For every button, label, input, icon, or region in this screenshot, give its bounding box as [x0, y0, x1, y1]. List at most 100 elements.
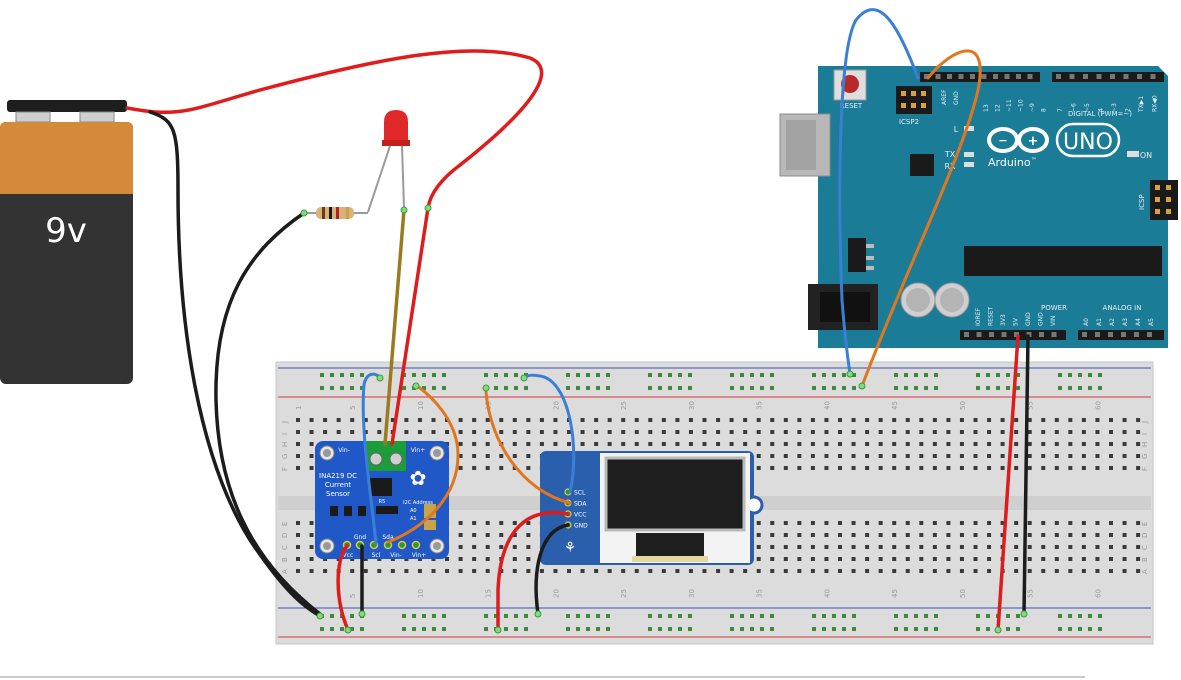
breadboard-hole	[1122, 545, 1127, 549]
rail-hole	[514, 627, 518, 631]
breadboard-hole	[1136, 430, 1141, 434]
breadboard-hole	[431, 418, 436, 422]
rail-hole	[504, 627, 508, 631]
breadboard-hole	[526, 466, 531, 470]
breadboard-hole	[1095, 454, 1100, 458]
breadboard-hole	[716, 569, 721, 573]
breadboard-hole	[946, 533, 951, 537]
row-letter-right: J	[1141, 421, 1149, 424]
rail-hole	[842, 627, 846, 631]
digital-pin-label: 4	[1098, 108, 1105, 112]
breadboard-hole	[1014, 418, 1019, 422]
breadboard-hole	[932, 442, 937, 446]
breadboard-hole	[1054, 454, 1059, 458]
rail-hole	[770, 386, 774, 390]
row-letter-right: C	[1141, 545, 1149, 550]
breadboard-hole	[1027, 569, 1032, 573]
header-hole	[1110, 74, 1115, 79]
breadboard-hole	[661, 569, 666, 573]
breadboard-hole	[838, 557, 842, 561]
breadboard-hole	[296, 442, 300, 446]
rail-hole	[688, 627, 692, 631]
breadboard-hole	[580, 442, 585, 446]
rail-hole	[442, 614, 446, 618]
rail-hole	[586, 614, 590, 618]
breadboard-hole	[675, 418, 680, 422]
breadboard-hole	[973, 418, 978, 422]
row-letter-left: J	[281, 421, 289, 424]
breadboard-hole	[851, 521, 856, 525]
rail-hole	[422, 627, 426, 631]
breadboard-hole	[390, 418, 395, 422]
breadboard-hole	[865, 454, 870, 458]
breadboard-hole	[770, 521, 775, 525]
breadboard-hole	[878, 454, 883, 458]
rail-hole	[740, 373, 744, 377]
breadboard-hole	[716, 430, 721, 434]
breadboard-hole	[824, 569, 829, 573]
sensor-a0-label: A0	[410, 508, 417, 514]
rail-hole	[350, 386, 354, 390]
breadboard-hole	[865, 466, 870, 470]
rail-hole	[924, 614, 928, 618]
rail-hole	[566, 373, 570, 377]
breadboard-hole	[932, 533, 937, 537]
digital-pin-label: ~5	[1084, 103, 1091, 112]
breadboard-hole	[783, 557, 788, 561]
breadboard-hole	[499, 466, 504, 470]
breadboard-hole	[458, 442, 463, 446]
rail-hole	[1088, 627, 1092, 631]
breadboard-hole	[851, 418, 856, 422]
breadboard-hole	[770, 442, 775, 446]
breadboard-hole	[865, 430, 870, 434]
breadboard-hole	[1041, 442, 1046, 446]
row-letter-left: G	[281, 454, 289, 459]
column-number-bottom: 40	[823, 589, 831, 598]
rail-hole	[760, 386, 764, 390]
rail-hole	[1078, 627, 1082, 631]
rail-hole	[1006, 386, 1010, 390]
breadboard-hole	[1000, 454, 1005, 458]
breadboard-hole	[485, 466, 490, 470]
rail-hole	[340, 386, 344, 390]
breadboard-hole	[296, 533, 300, 537]
breadboard-hole	[445, 569, 450, 573]
breadboard-hole	[865, 442, 870, 446]
breadboard-rail-holes	[320, 373, 1102, 631]
sensor-vin-plus-label: Vin+	[411, 447, 425, 454]
breadboard-hole	[1109, 442, 1113, 446]
breadboard-hole	[1041, 430, 1046, 434]
breadboard-hole	[363, 430, 368, 434]
header-hole	[1134, 332, 1139, 337]
rail-hole	[432, 373, 436, 377]
rail-hole	[812, 614, 816, 618]
column-number-top: 5	[349, 406, 357, 410]
breadboard-hole	[702, 418, 707, 422]
rail-hole	[330, 614, 334, 618]
breadboard-hole	[1068, 430, 1073, 434]
breadboard-hole	[309, 418, 314, 422]
breadboard-hole	[756, 430, 761, 434]
breadboard-hole	[607, 442, 612, 446]
wire-battery-positive	[125, 49, 544, 210]
rail-hole	[648, 614, 652, 618]
breadboard-hole	[878, 430, 883, 434]
power-pin-label: GND	[1025, 312, 1032, 326]
breadboard-hole	[919, 466, 924, 470]
breadboard-hole	[987, 557, 992, 561]
breadboard-hole	[851, 545, 856, 549]
breadboard-hole	[905, 454, 910, 458]
rail-hole	[596, 373, 600, 377]
breadboard-hole	[553, 569, 558, 573]
breadboard-hole	[824, 454, 829, 458]
breadboard-hole	[946, 442, 951, 446]
rail-hole	[924, 627, 928, 631]
breadboard-hole	[743, 569, 748, 573]
power-pin-label: VIN	[1050, 316, 1057, 326]
digital-pin-label: ~3	[1111, 103, 1118, 112]
rail-hole	[1058, 614, 1062, 618]
breadboard-hole	[756, 533, 761, 537]
breadboard-hole	[797, 557, 802, 561]
gnd-label: GND	[953, 91, 960, 105]
